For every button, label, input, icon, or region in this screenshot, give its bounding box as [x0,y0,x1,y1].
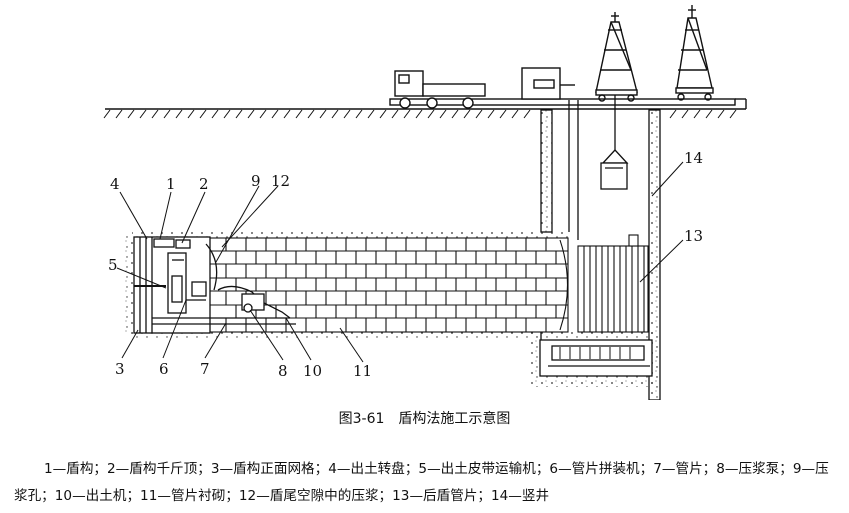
number-labels: 4 1 2 9 12 5 3 6 7 8 10 11 14 13 [108,149,703,380]
gantry-crane-1 [595,12,638,102]
label-14: 14 [684,149,703,167]
dump-truck [394,70,486,109]
shield-tunneling-diagram: 4 1 2 9 12 5 3 6 7 8 10 11 14 13 [103,5,747,400]
shield-machine [133,236,296,334]
gantry-crane-2 [675,5,714,101]
label-6: 6 [159,360,169,378]
tunnel-soil-envelope [124,232,569,338]
hoist-bucket [600,95,629,190]
label-13: 13 [684,227,703,245]
label-1: 1 [166,175,176,193]
label-8: 8 [278,362,288,380]
label-10: 10 [303,362,322,380]
label-9: 9 [251,172,261,190]
label-4: 4 [110,175,120,193]
label-3: 3 [115,360,125,378]
segment-lining [205,237,569,333]
figure-legend: 1—盾构；2—盾构千斤顶；3—盾构正面网格；4—出土转盘；5—出土皮带运输机；6… [14,461,829,504]
label-7: 7 [200,360,210,378]
label-5: 5 [108,256,118,274]
ground-surface [103,108,746,119]
shaft-platform [389,98,747,109]
label-11: 11 [353,362,372,380]
label-12: 12 [271,172,290,190]
label-2: 2 [199,175,209,193]
backup-segments [577,234,649,333]
figure-caption: 图3-61 盾构法施工示意图 [338,411,511,427]
leader-lines [116,161,684,363]
winch-house [521,67,575,100]
